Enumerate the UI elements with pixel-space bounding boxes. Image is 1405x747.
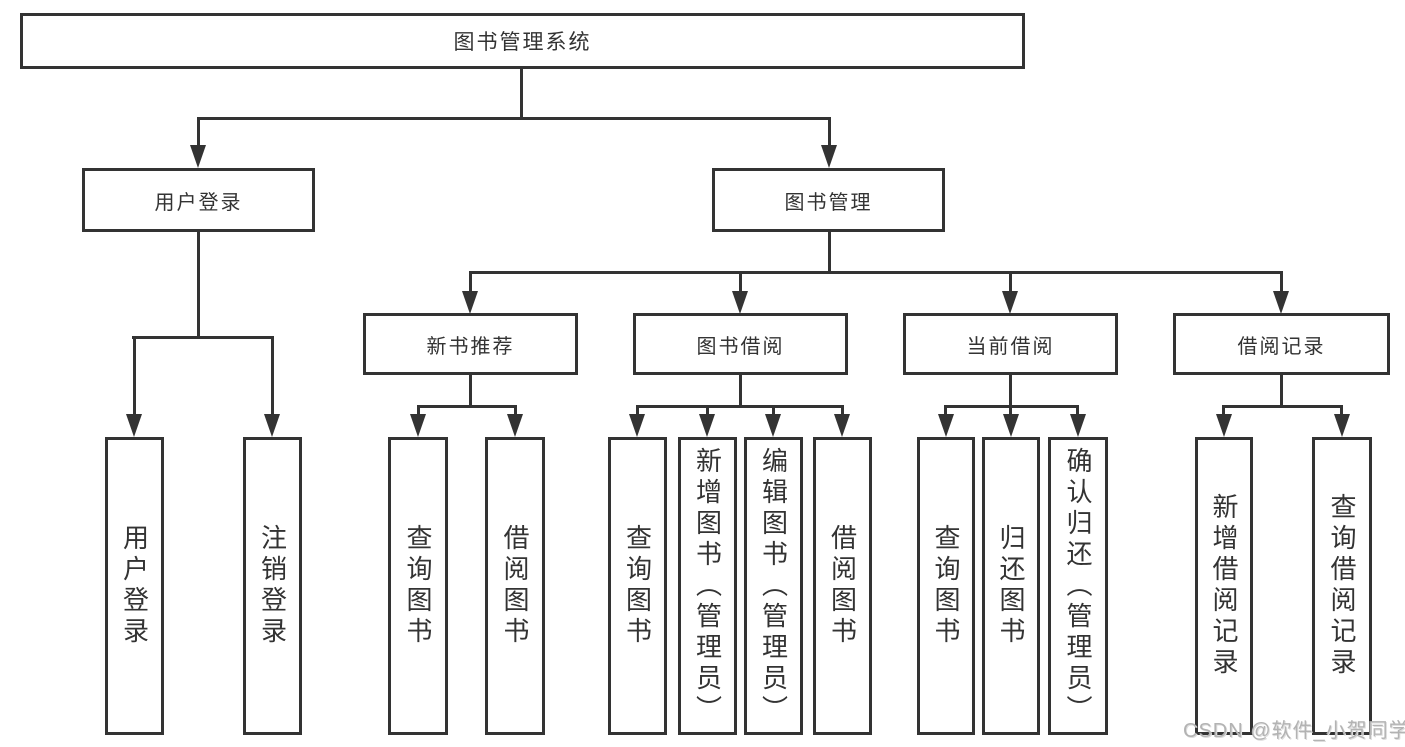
node-label: 图书借阅 bbox=[696, 335, 785, 358]
leaf-cb-query-books: 查询图书 bbox=[917, 437, 975, 735]
node-library-management-system: 图书管理系统 bbox=[20, 13, 1025, 69]
leaf-cb-return-books: 归还图书 bbox=[982, 437, 1040, 735]
connector-drop-cb-return bbox=[1009, 405, 1012, 417]
leaf-bb-query-books: 查询图书 bbox=[608, 437, 667, 735]
connector-drop-book-mgmt bbox=[828, 117, 831, 149]
connector-drop-bb-borrow bbox=[841, 405, 844, 417]
node-label: 归还图书 bbox=[996, 524, 1026, 648]
connector-mgmt-stem bbox=[828, 232, 831, 274]
connector-login-rail bbox=[132, 336, 273, 339]
leaf-cb-confirm-return-admin: 确认归还（管理员） bbox=[1048, 437, 1108, 735]
connector-drop-user-login bbox=[197, 117, 200, 149]
node-user-login-group: 用户登录 bbox=[82, 168, 315, 232]
connector-borrow-stem bbox=[739, 375, 742, 407]
leaf-bb-add-books-admin: 新增图书（管理员） bbox=[678, 437, 737, 735]
node-book-borrowing: 图书借阅 bbox=[633, 313, 848, 375]
node-label: 编辑图书（管理员） bbox=[758, 446, 789, 726]
connector-drop-cb-query bbox=[944, 405, 947, 417]
node-label: 用户登录 bbox=[154, 191, 243, 214]
connector-drop-nb-query bbox=[417, 405, 420, 417]
leaf-logout: 注销登录 bbox=[243, 437, 302, 735]
connector-records-rail bbox=[1222, 405, 1343, 408]
node-label: 查询图书 bbox=[931, 524, 961, 648]
arrowhead-bb-query-icon bbox=[629, 414, 645, 437]
leaf-br-add-record: 新增借阅记录 bbox=[1195, 437, 1253, 735]
leaf-br-query-record: 查询借阅记录 bbox=[1312, 437, 1372, 735]
connector-records-stem bbox=[1280, 375, 1283, 407]
connector-drop-cb-confirm bbox=[1076, 405, 1079, 417]
node-label: 借阅图书 bbox=[500, 524, 530, 648]
node-borrowing-records: 借阅记录 bbox=[1173, 313, 1390, 375]
node-label: 查询图书 bbox=[622, 524, 653, 648]
node-label: 当前借阅 bbox=[966, 335, 1055, 358]
arrowhead-new-book-icon bbox=[462, 291, 478, 314]
connector-current-rail bbox=[945, 405, 1079, 408]
connector-drop-new-book bbox=[469, 271, 472, 293]
node-book-management: 图书管理 bbox=[712, 168, 945, 232]
connector-drop-bb-add bbox=[706, 405, 709, 417]
arrowhead-book-borrow-icon bbox=[732, 291, 748, 314]
node-label: 新增图书（管理员） bbox=[692, 446, 723, 726]
connector-level1-rail bbox=[197, 117, 831, 120]
connector-login-stem bbox=[197, 232, 200, 336]
arrowhead-cb-query-icon bbox=[938, 414, 954, 437]
connector-drop-leaf-login bbox=[133, 336, 136, 418]
node-label: 用户登录 bbox=[119, 524, 150, 648]
arrowhead-leaf-logout-icon bbox=[264, 414, 280, 437]
node-label: 新增借阅记录 bbox=[1209, 493, 1239, 679]
connector-drop-book-borrow bbox=[739, 271, 742, 293]
connector-current-stem bbox=[1009, 375, 1012, 407]
arrowhead-bb-edit-icon bbox=[765, 414, 781, 437]
arrowhead-bb-borrow-icon bbox=[834, 414, 850, 437]
node-label: 图书管理系统 bbox=[453, 31, 592, 54]
connector-drop-bb-edit bbox=[772, 405, 775, 417]
leaf-user-login: 用户登录 bbox=[105, 437, 164, 735]
arrowhead-leaf-login-icon bbox=[126, 414, 142, 437]
arrowhead-nb-query-icon bbox=[410, 414, 426, 437]
connector-drop-br-add bbox=[1222, 405, 1225, 417]
connector-newbook-stem bbox=[469, 375, 472, 407]
connector-drop-br-query bbox=[1340, 405, 1343, 417]
leaf-nb-query-books: 查询图书 bbox=[388, 437, 448, 735]
connector-borrow-rail bbox=[636, 405, 844, 408]
arrowhead-cb-confirm-icon bbox=[1070, 414, 1086, 437]
connector-root-stem bbox=[520, 69, 523, 119]
leaf-bb-borrow-books: 借阅图书 bbox=[813, 437, 872, 735]
connector-level3-rail bbox=[469, 271, 1283, 274]
arrowhead-br-query-icon bbox=[1334, 414, 1350, 437]
leaf-nb-borrow-books: 借阅图书 bbox=[485, 437, 545, 735]
csdn-watermark: CSDN @软件_小贺同学 bbox=[1183, 720, 1405, 742]
arrowhead-cb-return-icon bbox=[1003, 414, 1019, 437]
node-label: 注销登录 bbox=[257, 524, 288, 648]
node-label: 借阅记录 bbox=[1237, 335, 1326, 358]
node-new-book-recommend: 新书推荐 bbox=[363, 313, 578, 375]
node-label: 查询图书 bbox=[403, 524, 433, 648]
node-label: 查询借阅记录 bbox=[1327, 493, 1357, 679]
node-current-borrowing: 当前借阅 bbox=[903, 313, 1118, 375]
arrowhead-nb-borrow-icon bbox=[507, 414, 523, 437]
connector-drop-bb-query bbox=[636, 405, 639, 417]
node-label: 借阅图书 bbox=[827, 524, 858, 648]
arrowhead-book-mgmt-icon bbox=[821, 145, 837, 168]
connector-drop-current-borrow bbox=[1009, 271, 1012, 293]
node-label: 图书管理 bbox=[784, 191, 873, 214]
connector-drop-nb-borrow bbox=[514, 405, 517, 417]
arrowhead-borrow-records-icon bbox=[1273, 291, 1289, 314]
node-label: 新书推荐 bbox=[426, 335, 515, 358]
leaf-bb-edit-books-admin: 编辑图书（管理员） bbox=[744, 437, 803, 735]
arrowhead-user-login-icon bbox=[190, 145, 206, 168]
arrowhead-br-add-icon bbox=[1216, 414, 1232, 437]
connector-drop-borrow-records bbox=[1280, 271, 1283, 293]
connector-drop-leaf-logout bbox=[271, 336, 274, 418]
connector-newbook-rail bbox=[417, 405, 517, 408]
arrowhead-bb-add-icon bbox=[699, 414, 715, 437]
arrowhead-current-borrow-icon bbox=[1002, 291, 1018, 314]
node-label: 确认归还（管理员） bbox=[1063, 446, 1093, 726]
